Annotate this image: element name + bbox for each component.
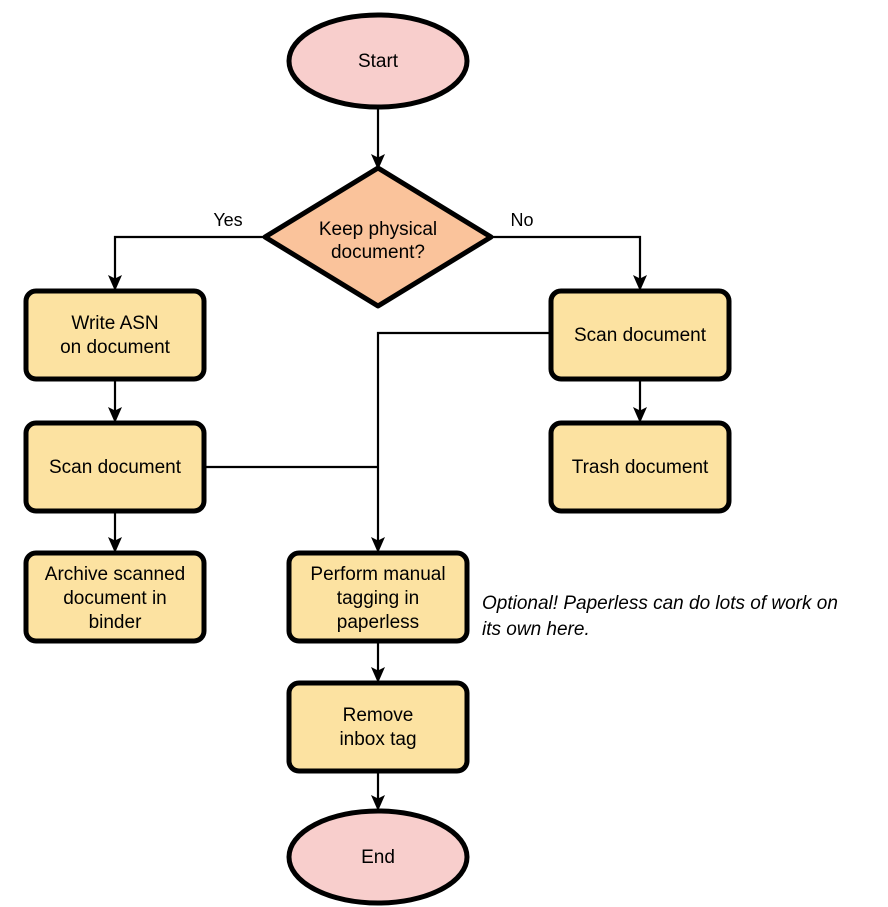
node-end-label: End [361,847,395,868]
node-start[interactable]: Start [286,12,470,110]
node-writeasn-label-line1: Write ASN [71,313,158,334]
node-decide-label-line1: Keep physical [319,219,437,240]
edge-line [491,235,642,281]
node-scanright-label: Scan document [574,325,707,346]
node-keep-physical-document[interactable]: Keep physical document? [262,165,494,309]
end-ellipse [286,808,470,906]
edge-scanright-to-tagging[interactable] [371,331,551,553]
nodes-layer: Start Keep physical document? Write ASN … [23,12,732,906]
process-box [548,288,732,382]
process-box [23,288,207,382]
node-perform-manual-tagging[interactable]: Perform manual tagging in paperless [286,550,470,644]
edge-scanleft-to-archive[interactable] [108,511,122,553]
process-box [548,420,732,514]
arrow-head-icon [371,667,385,683]
node-scan-document-left[interactable]: Scan document [23,420,207,514]
node-inbox-label-line2: inbox tag [339,729,416,750]
edge-inbox-to-end[interactable] [371,771,385,811]
decision-diamond [262,165,494,309]
arrow-head-icon [633,407,647,423]
node-remove-inbox-tag[interactable]: Remove inbox tag [286,680,470,774]
node-tagging-label-line3: paperless [337,612,419,633]
process-box [23,420,207,514]
node-end[interactable]: End [286,808,470,906]
node-tagging-label-line2: tagging in [337,588,419,609]
node-archive-label-line3: binder [89,612,142,633]
process-box [286,680,470,774]
annotations-layer: Optional! Paperless can do lots of work … [482,593,838,640]
node-writeasn-label-line2: on document [60,337,171,358]
edge-decide-no[interactable]: No [491,210,647,291]
node-write-asn-on-document[interactable]: Write ASN on document [23,288,207,382]
edges-layer: Yes No [108,107,647,811]
arrow-head-icon [371,795,385,811]
node-archive-scanned-document[interactable]: Archive scanned document in binder [23,550,207,644]
node-archive-label-line2: document in [63,588,167,609]
edge-label-yes: Yes [213,210,242,230]
node-inbox-label-line1: Remove [343,705,414,726]
edge-decide-yes[interactable]: Yes [108,210,265,291]
edge-writeasn-to-scanleft[interactable] [108,379,122,423]
node-scanleft-label: Scan document [49,457,182,478]
node-trash-document[interactable]: Trash document [548,420,732,514]
optional-note-line2: its own here. [482,619,590,640]
node-tagging-label-line1: Perform manual [310,564,445,585]
process-box [23,550,207,644]
node-decide-label-line2: document? [331,242,425,263]
arrow-head-icon [633,275,647,291]
edge-label-no: No [510,210,533,230]
arrow-head-icon [108,407,122,423]
node-trash-label: Trash document [572,457,709,478]
edge-start-to-decide[interactable] [371,107,385,170]
arrow-head-icon [371,537,385,553]
process-box [286,550,470,644]
edge-line [113,235,265,281]
node-archive-label-line1: Archive scanned [45,564,185,585]
arrow-head-icon [108,537,122,553]
start-ellipse [286,12,470,110]
edge-scanright-to-trash[interactable] [633,379,647,423]
node-scan-document-right[interactable]: Scan document [548,288,732,382]
arrow-head-icon [371,154,385,170]
optional-note-line1: Optional! Paperless can do lots of work … [482,593,838,614]
edge-tagging-to-inbox[interactable] [371,641,385,683]
node-start-label: Start [358,51,399,72]
edge-line [376,331,551,543]
arrow-head-icon [108,275,122,291]
